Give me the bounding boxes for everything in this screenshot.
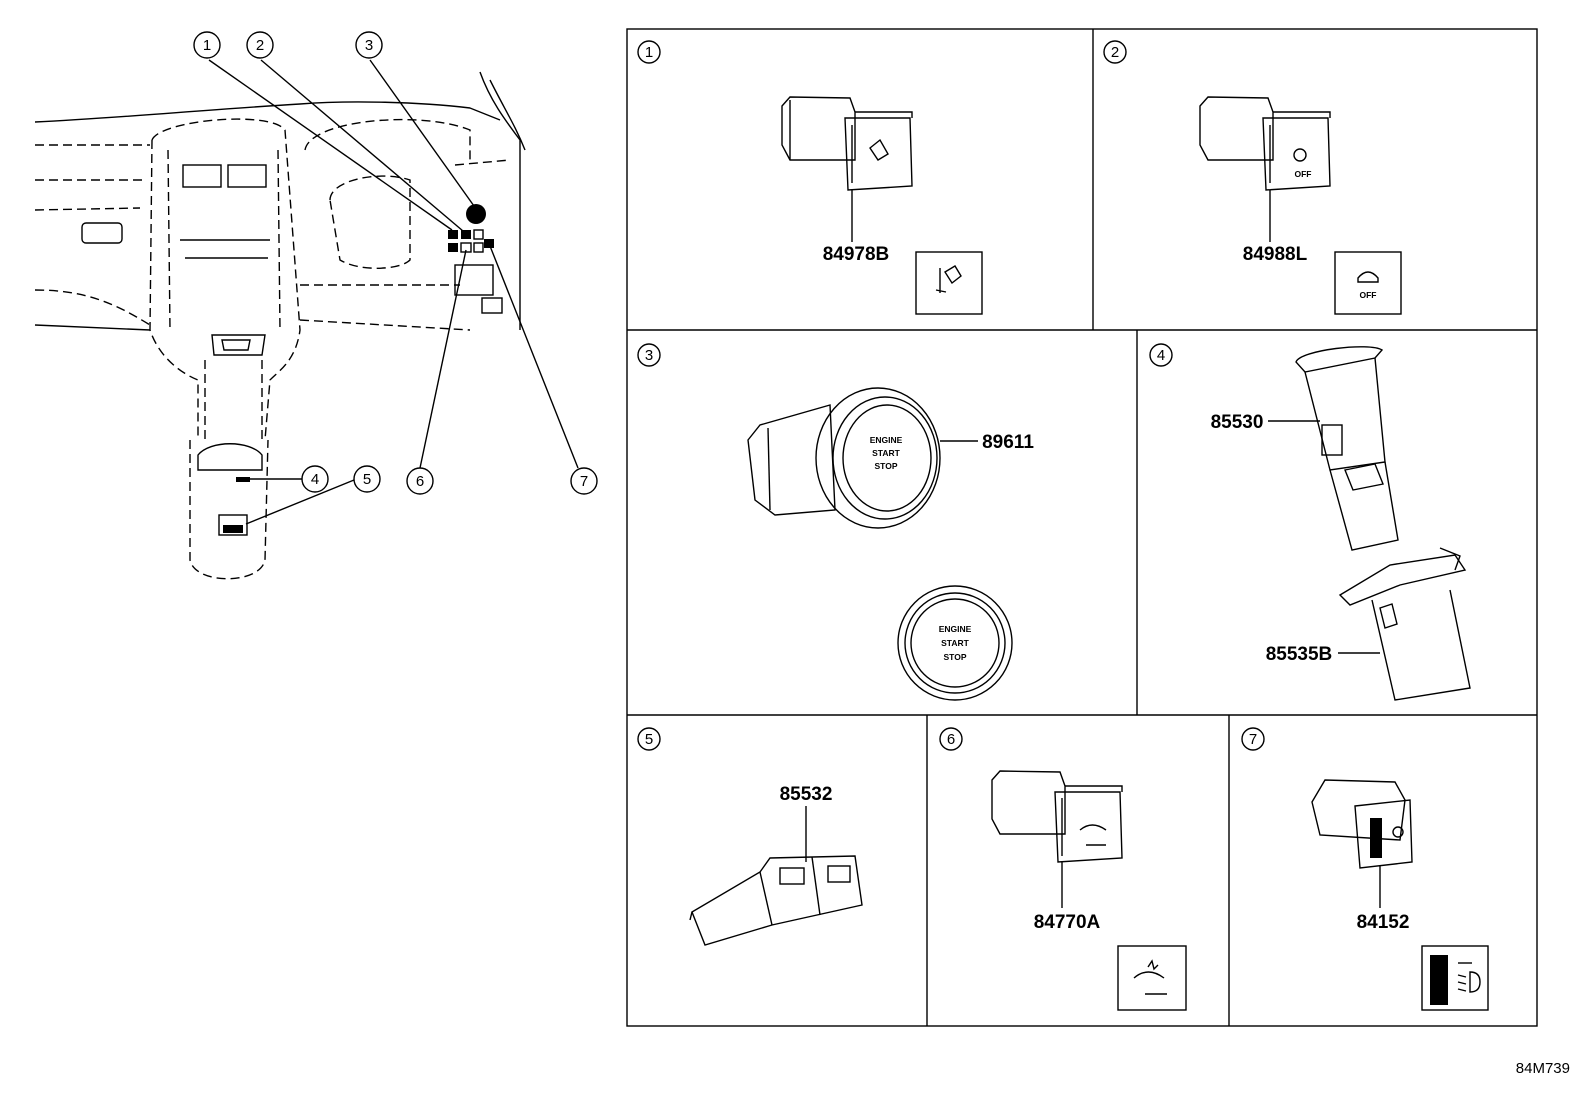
svg-text:6: 6 <box>416 473 424 490</box>
svg-text:1: 1 <box>645 44 653 61</box>
usb-port-85532 <box>689 855 863 946</box>
callout-5: 5 <box>353 465 381 493</box>
parts-grid <box>626 28 1538 1027</box>
part-number-84152: 84152 <box>1357 912 1410 933</box>
panel-3: 3 ENGINE START STOP 89611 ENGINE START S… <box>637 343 1034 701</box>
panel-5: 5 85532 <box>637 727 863 946</box>
panel-6: 6 84770A <box>939 727 1187 1011</box>
pre-collision-icon <box>1133 959 1167 995</box>
svg-text:ENGINE: ENGINE <box>939 624 972 634</box>
part-number-84988l: 84988L <box>1243 244 1308 265</box>
lane-assist-icon <box>935 265 962 293</box>
icon-box-vsc-off <box>1334 251 1402 315</box>
callout-4: 4 <box>301 465 329 493</box>
start-button-front-view <box>897 585 1013 701</box>
svg-text:5: 5 <box>363 471 371 488</box>
switch-84152 <box>1311 779 1413 869</box>
part-number-84770a: 84770A <box>1034 912 1101 933</box>
callout-1: 1 <box>193 31 221 59</box>
callout-3: 3 <box>355 31 383 59</box>
part-number-85530: 85530 <box>1211 412 1264 433</box>
location-2-marker <box>461 230 471 239</box>
icon-box-headlight-leveling <box>1421 945 1489 1011</box>
location-4-marker <box>236 477 250 482</box>
svg-text:7: 7 <box>580 473 588 490</box>
svg-text:OFF: OFF <box>1360 290 1377 300</box>
panel-2: 2 OFF 84988L OFF <box>1103 40 1402 315</box>
diagram-code: 84M739 <box>1515 1060 1570 1077</box>
panel-1: 1 84978B <box>637 40 983 315</box>
svg-text:4: 4 <box>1157 347 1165 364</box>
part-number-84978b: 84978B <box>823 244 890 265</box>
location-7-marker <box>484 239 494 248</box>
svg-text:3: 3 <box>645 347 653 364</box>
svg-text:STOP: STOP <box>944 652 967 662</box>
callout-6: 6 <box>406 467 434 495</box>
svg-text:5: 5 <box>645 731 653 748</box>
button-text-stop: STOP <box>875 461 898 471</box>
start-button-side-view <box>747 387 941 529</box>
dashboard-overview: 1 2 3 4 5 6 7 <box>34 31 598 580</box>
icon-box-pre-collision <box>1117 945 1187 1011</box>
svg-text:2: 2 <box>256 37 264 54</box>
vsc-off-icon <box>1357 271 1379 283</box>
callout-7: 7 <box>570 467 598 495</box>
location-5-marker <box>223 525 243 533</box>
svg-text:3: 3 <box>365 37 373 54</box>
part-number-85535b: 85535B <box>1266 644 1333 665</box>
socket-cover-85535b <box>1338 547 1471 701</box>
switch-84770a <box>991 770 1123 863</box>
button-text-start: START <box>872 448 901 458</box>
part-number-89611: 89611 <box>982 432 1034 453</box>
svg-text:START: START <box>941 638 970 648</box>
svg-text:6: 6 <box>947 731 955 748</box>
switch-84988l: OFF <box>1199 96 1331 191</box>
button-text-engine: ENGINE <box>870 435 903 445</box>
part-number-85532: 85532 <box>780 784 833 805</box>
location-1-marker <box>448 230 458 239</box>
svg-text:2: 2 <box>1111 44 1119 61</box>
headlight-leveling-dial-icon <box>1430 955 1448 1005</box>
svg-text:OFF: OFF <box>1295 169 1312 179</box>
panel-7: 7 84152 <box>1241 727 1489 1011</box>
switch-84978b <box>781 96 913 191</box>
svg-text:1: 1 <box>203 37 211 54</box>
panel-4: 4 85530 85535B <box>1149 343 1471 701</box>
callout-2: 2 <box>246 31 274 59</box>
socket-85530 <box>1295 346 1399 551</box>
svg-text:7: 7 <box>1249 731 1257 748</box>
icon-box-lane-assist <box>915 251 983 315</box>
svg-text:4: 4 <box>311 471 319 488</box>
location-3-marker <box>466 204 486 224</box>
headlight-icon <box>1457 962 1481 993</box>
